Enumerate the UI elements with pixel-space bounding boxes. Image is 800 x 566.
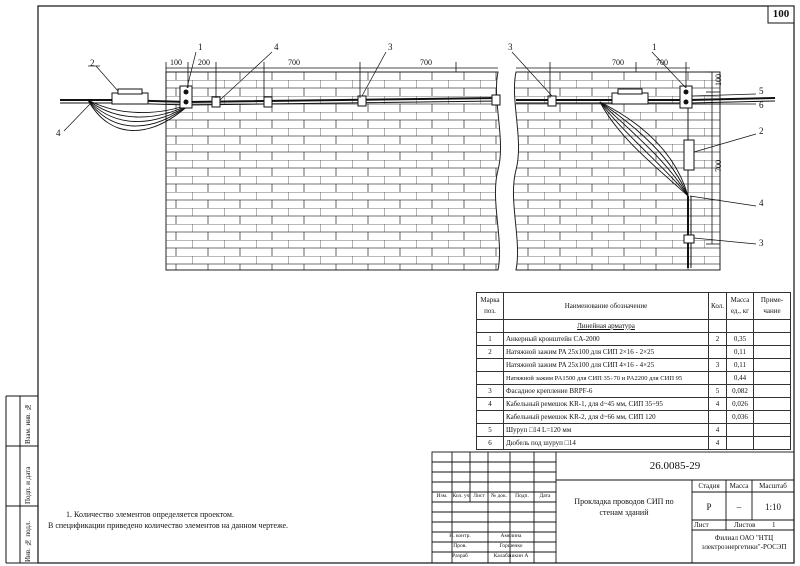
header-mark: Марка поз. [476,292,504,320]
leader-lines [63,51,757,245]
callout-4: 4 [274,42,279,52]
scale-label: Масштаб [759,482,787,490]
anchor-bracket-left [179,85,193,109]
callout-3: 3 [388,42,393,52]
stage-label: Стадия [698,482,720,490]
tension-clamp-right [611,92,649,105]
header-name: Наименование обозначение [503,292,709,320]
mass-label: Масса [729,482,749,490]
sheet-label: Лист [694,521,709,529]
person-name: Амелина [500,533,522,539]
callout-4-left: 4 [56,128,61,138]
table-row: Кабельный ремешок KR-2, для d~66 мм, СИП… [476,410,792,424]
callout-2: 2 [90,58,95,68]
drawing-title: Прокладка проводов СИП по стенам зданий [574,497,674,517]
note-1: 1. Количество элементов определяется про… [66,510,234,519]
mass-value: – [736,502,742,512]
table-row: Натяжной зажим PA1500 для СИП 35÷70 и PA… [476,371,792,385]
section-title: Линейная арматура [503,319,709,333]
change-header: Дата [539,493,551,499]
sheet-number: 100 [772,8,790,20]
callout-3-right: 3 [508,42,513,52]
sheets-count: 1 [772,521,776,529]
dim-label: 700 [656,58,668,67]
dim-label: 700 [288,58,300,67]
change-header: № док. [490,493,508,499]
dim-label: 200 [198,58,210,67]
table-row: Натяжной зажим PA 25x100 для СИП 4×16 - … [476,358,792,372]
sheet-number-box [767,5,795,24]
brick-wall-right [513,71,721,271]
callout-6: 6 [759,100,764,110]
dim-label: 100 [170,58,182,67]
change-header: Изм. [436,493,448,499]
callout-1-right: 1 [652,42,657,52]
dim-lines-right [706,71,720,245]
header-mass: Масса ед., кг [725,292,754,320]
anchor-bracket-right [679,85,693,109]
dim-label: 700 [420,58,432,67]
change-header: Подп. [515,493,529,499]
callout-5: 5 [759,86,764,96]
change-header: Лист [473,493,485,499]
callout-3-bottom: 3 [759,238,764,248]
callout-1: 1 [198,42,203,52]
role-label: Н. контр. [449,533,471,539]
header-qty: Кол. [708,292,727,320]
doc-number: 26.0085-29 [649,460,701,472]
header-note: Приме-чание [752,292,792,320]
stamp-inv-original: Инв. № подл. [24,520,32,562]
sheet-frame [37,5,795,564]
dim-lines-top [165,62,690,98]
vertical-clamp [683,139,695,171]
tension-clamp-left [111,92,149,105]
scale-value: 1:10 [764,502,781,512]
callout-4-right: 4 [759,198,764,208]
sheets-label: Листов [734,521,756,529]
stamp-sign-date: Подп. и дата [24,466,32,504]
callout-2-right: 2 [759,126,764,136]
stage-value: Р [706,502,712,512]
change-header: Кол. уч [452,493,470,499]
cable-fan-right [599,101,689,197]
dim-label: 700 [714,160,723,172]
dim-label: 700 [612,58,624,67]
note-2: В спецификации приведено количество элем… [48,521,289,530]
cable-left [60,97,499,104]
person-name: Горшенко [499,543,523,549]
specification-table: Марка поз. Наименование обозначение Кол.… [476,292,792,450]
stamp-replace-inv: Взам. инв. № [24,403,32,444]
role-label: Разраб [452,553,468,559]
organization: Филиал ОАО "НТЦ электроэнергетики"-РОСЭП [701,534,787,551]
role-label: Пров. [453,543,467,549]
person-name: Калабашкин А [493,553,529,559]
title-block-grid [431,451,795,564]
dim-label: 100 [714,74,723,86]
